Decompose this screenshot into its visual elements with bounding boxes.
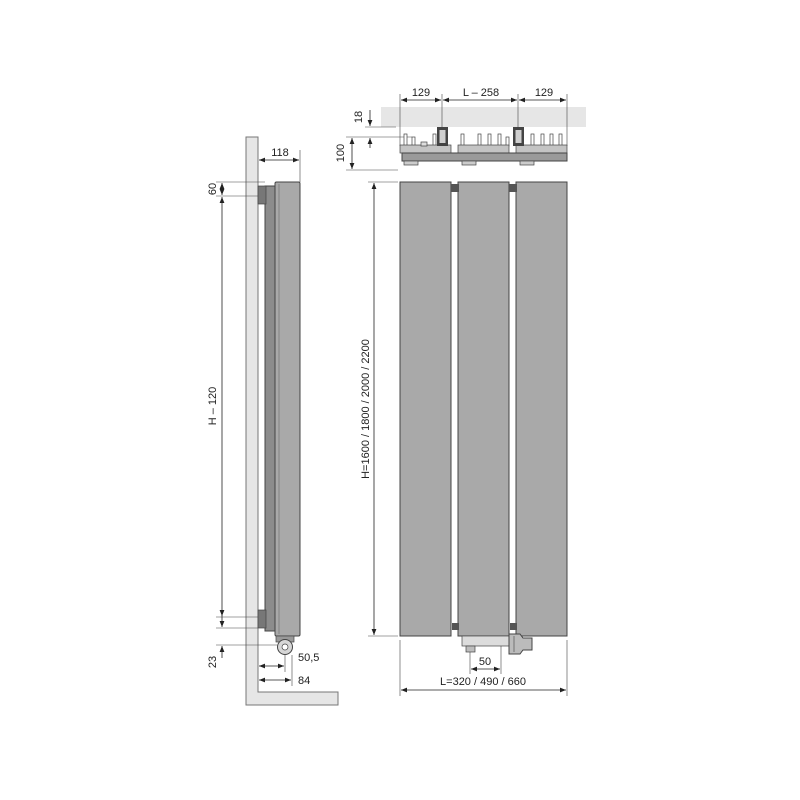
top-fin	[540, 133, 545, 147]
top-fin	[505, 136, 510, 147]
top-fin	[549, 133, 554, 147]
front-panel-3	[515, 181, 568, 637]
label-front-height: H=1600 / 1800 / 2000 / 2200	[360, 339, 372, 479]
front-connector-top-right	[509, 184, 517, 192]
label-18: 18	[353, 111, 365, 123]
top-collector-pipe	[401, 152, 568, 162]
label-118: 118	[271, 147, 289, 159]
label-50-5: 50,5	[298, 652, 319, 664]
front-valve-body	[508, 633, 533, 655]
top-fin	[432, 133, 437, 147]
top-foot-right	[519, 160, 535, 166]
top-foot-middle	[461, 160, 477, 166]
label-l-258: L – 258	[463, 87, 499, 99]
top-fin	[487, 133, 492, 147]
front-panel-1	[399, 181, 452, 637]
front-connector-bottom-right	[510, 623, 517, 630]
top-fin	[403, 133, 408, 147]
side-back-element	[264, 185, 276, 632]
side-top-bracket	[257, 185, 267, 205]
front-connector-top-left	[451, 184, 459, 192]
label-front-length: L=320 / 490 / 660	[440, 676, 526, 688]
front-connector-bottom-left	[452, 623, 459, 630]
top-fin	[558, 133, 563, 147]
front-panel-2	[457, 181, 510, 637]
label-84: 84	[298, 675, 310, 687]
top-valve-nub	[420, 141, 428, 147]
top-bracket-left-inner	[439, 130, 446, 143]
top-fin	[460, 133, 465, 147]
top-fin	[530, 133, 535, 147]
top-fin	[477, 133, 482, 147]
top-view: 129 L – 258 129 18 100	[335, 87, 586, 171]
front-view: H=1600 / 1800 / 2000 / 2200 50 L=320 / 4…	[360, 181, 568, 696]
label-50: 50	[479, 656, 491, 668]
top-bracket-right-inner	[515, 130, 522, 143]
label-23: 23	[207, 656, 219, 668]
label-129-right: 129	[535, 87, 553, 99]
side-bottom-bracket	[257, 609, 267, 629]
label-h-120: H – 120	[207, 387, 219, 426]
label-60: 60	[207, 183, 219, 195]
top-panel-3	[515, 144, 568, 154]
top-fin	[411, 136, 416, 147]
front-valve-connector	[465, 645, 476, 653]
top-wall-bar	[381, 107, 586, 127]
side-valve-core	[281, 643, 289, 651]
top-fin	[497, 133, 502, 147]
label-100: 100	[335, 144, 347, 162]
top-foot-left	[403, 160, 419, 166]
label-129-left: 129	[412, 87, 430, 99]
side-view: 118 60 H – 120 23 50,5 84	[207, 136, 339, 706]
top-panel-2	[457, 144, 510, 154]
top-fins	[403, 133, 563, 147]
front-valve-pipe	[461, 635, 510, 647]
wall-and-floor	[245, 136, 339, 706]
